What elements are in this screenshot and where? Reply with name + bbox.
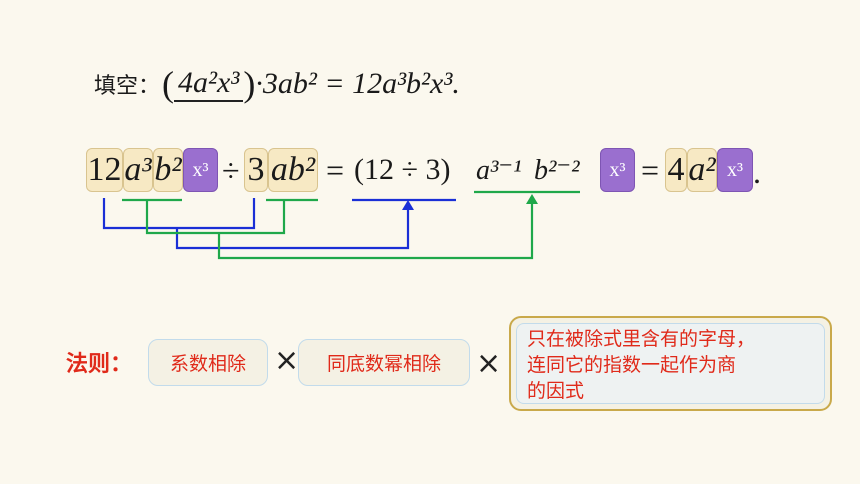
rule-box-letter-text: 只在被除式里含有的字母， 连同它的指数一起作为商 的因式	[516, 323, 825, 404]
result-box-x-cubed-2: x³	[717, 148, 753, 192]
blue-to-coef	[175, 208, 410, 250]
power-a: a³⁻¹	[476, 155, 522, 186]
box-a-cubed: a³	[123, 148, 153, 192]
equals-sign-2: =	[641, 151, 660, 188]
equals-sign-1: =	[326, 151, 345, 188]
right-paren: )	[243, 64, 256, 104]
rule-box-same-base: 同底数幂相除	[298, 339, 470, 386]
rule-box-letter: 只在被除式里含有的字母， 连同它的指数一起作为商 的因式	[509, 316, 832, 411]
blue-bracket-12	[102, 198, 256, 230]
rule-box-coefficient: 系数相除	[148, 339, 268, 386]
end-period: .	[753, 153, 761, 190]
left-paren: (	[162, 64, 175, 104]
blue-arrowhead	[402, 200, 414, 210]
coefficient-quotient: (12 ÷ 3)	[354, 153, 451, 186]
green-bracket	[145, 200, 286, 235]
result-box-4: 4	[665, 148, 687, 192]
divide-sign: ÷	[222, 151, 240, 188]
box-ab-squared: ab²	[268, 148, 318, 192]
fill-in-equation: 填空： ( 4a²x³ ) ·3ab² = 12a³b²x³.	[94, 60, 460, 108]
result-box-a-squared: a²	[687, 148, 717, 192]
power-b: b²⁻²	[534, 155, 580, 186]
result-box-x-cubed: x³	[600, 148, 635, 192]
box-b-squared: b²	[153, 148, 183, 192]
times-sign-1: ×	[274, 343, 300, 378]
equation-rest: ·3ab² = 12a³b²x³.	[255, 67, 460, 100]
box-coef-3: 3	[244, 148, 268, 192]
green-to-powers	[217, 202, 534, 260]
answer-blank: 4a²x³	[174, 66, 244, 102]
green-arrowhead	[526, 194, 538, 204]
box-coef-12: 12	[86, 148, 123, 192]
box-x-cubed: x³	[183, 148, 218, 192]
times-sign-2: ×	[476, 346, 502, 381]
fill-label: 填空：	[94, 74, 161, 99]
rule-label: 法则：	[66, 352, 133, 377]
